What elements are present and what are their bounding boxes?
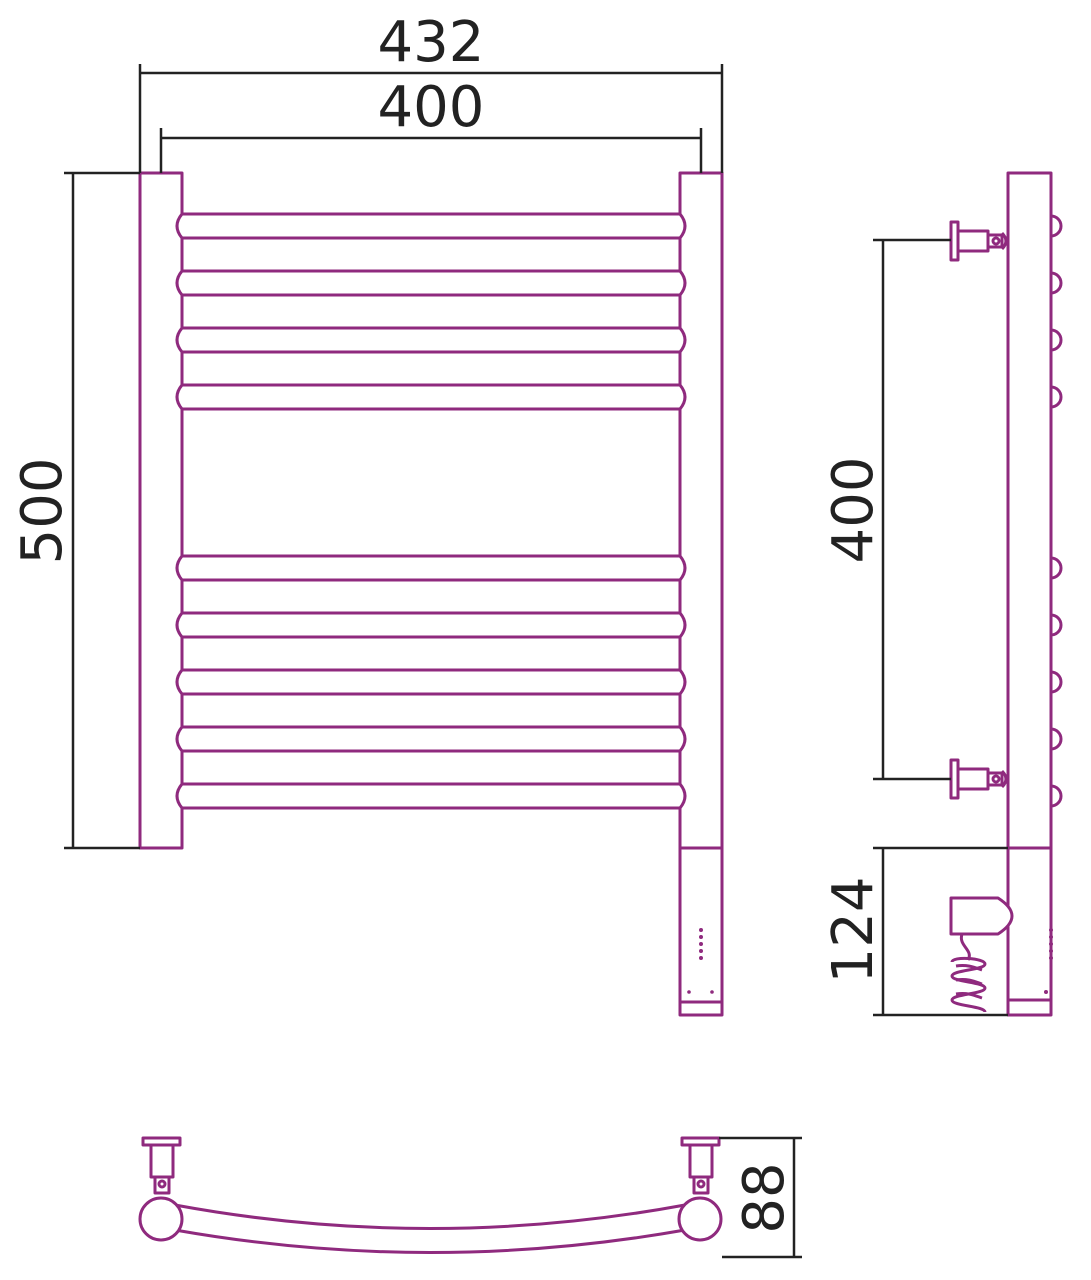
rung-8 xyxy=(175,725,687,753)
heater-coiled-cable xyxy=(950,956,987,1013)
label-height: 500 xyxy=(10,458,75,565)
side-riser xyxy=(1006,171,1053,850)
dimension-lines xyxy=(64,64,1008,1259)
rung-9 xyxy=(175,782,687,810)
front-left-riser xyxy=(138,171,184,850)
heater-housing xyxy=(678,846,724,1017)
side-rung-profile-8 xyxy=(1050,727,1063,751)
rung-2 xyxy=(175,269,687,297)
side-rung-profile-3 xyxy=(1050,328,1063,352)
rungs xyxy=(175,212,687,810)
top-view xyxy=(138,1136,723,1254)
side-rung-profile-7 xyxy=(1050,670,1063,694)
label-mount-distance: 400 xyxy=(821,457,886,564)
heater-indicator-dots xyxy=(687,928,714,994)
side-rung-profile-5 xyxy=(1050,556,1063,580)
rung-3 xyxy=(175,326,687,354)
side-rung-profile-1 xyxy=(1050,214,1063,238)
rung-6 xyxy=(175,611,687,639)
side-heater-housing xyxy=(1006,846,1053,1017)
side-view xyxy=(949,171,1063,1017)
top-view-curve-upper xyxy=(174,1203,686,1230)
side-wall-mount-top xyxy=(949,220,1008,262)
label-heater-length: 124 xyxy=(821,877,886,984)
label-depth: 88 xyxy=(732,1162,797,1233)
side-rung-profile-9 xyxy=(1050,784,1063,808)
rung-7 xyxy=(175,668,687,696)
label-pipe-width: 400 xyxy=(378,75,485,140)
side-rung-profiles xyxy=(1050,214,1063,808)
top-view-left-mount xyxy=(138,1136,184,1242)
rung-5 xyxy=(175,554,687,582)
side-wall-mount-bottom xyxy=(949,758,1008,800)
label-overall-width: 432 xyxy=(378,10,485,75)
top-view-right-mount xyxy=(677,1136,723,1242)
side-rung-profile-4 xyxy=(1050,385,1063,409)
side-heater-dots xyxy=(1044,928,1053,994)
side-rung-profile-6 xyxy=(1050,613,1063,637)
heater-head xyxy=(949,896,1014,961)
rung-1 xyxy=(175,212,687,240)
rung-4 xyxy=(175,383,687,411)
dimension-labels: 432 400 500 400 124 88 xyxy=(10,10,886,1234)
front-view xyxy=(138,171,724,1017)
front-right-riser xyxy=(678,171,724,850)
side-rung-profile-2 xyxy=(1050,271,1063,295)
top-view-curve-lower xyxy=(174,1228,686,1254)
